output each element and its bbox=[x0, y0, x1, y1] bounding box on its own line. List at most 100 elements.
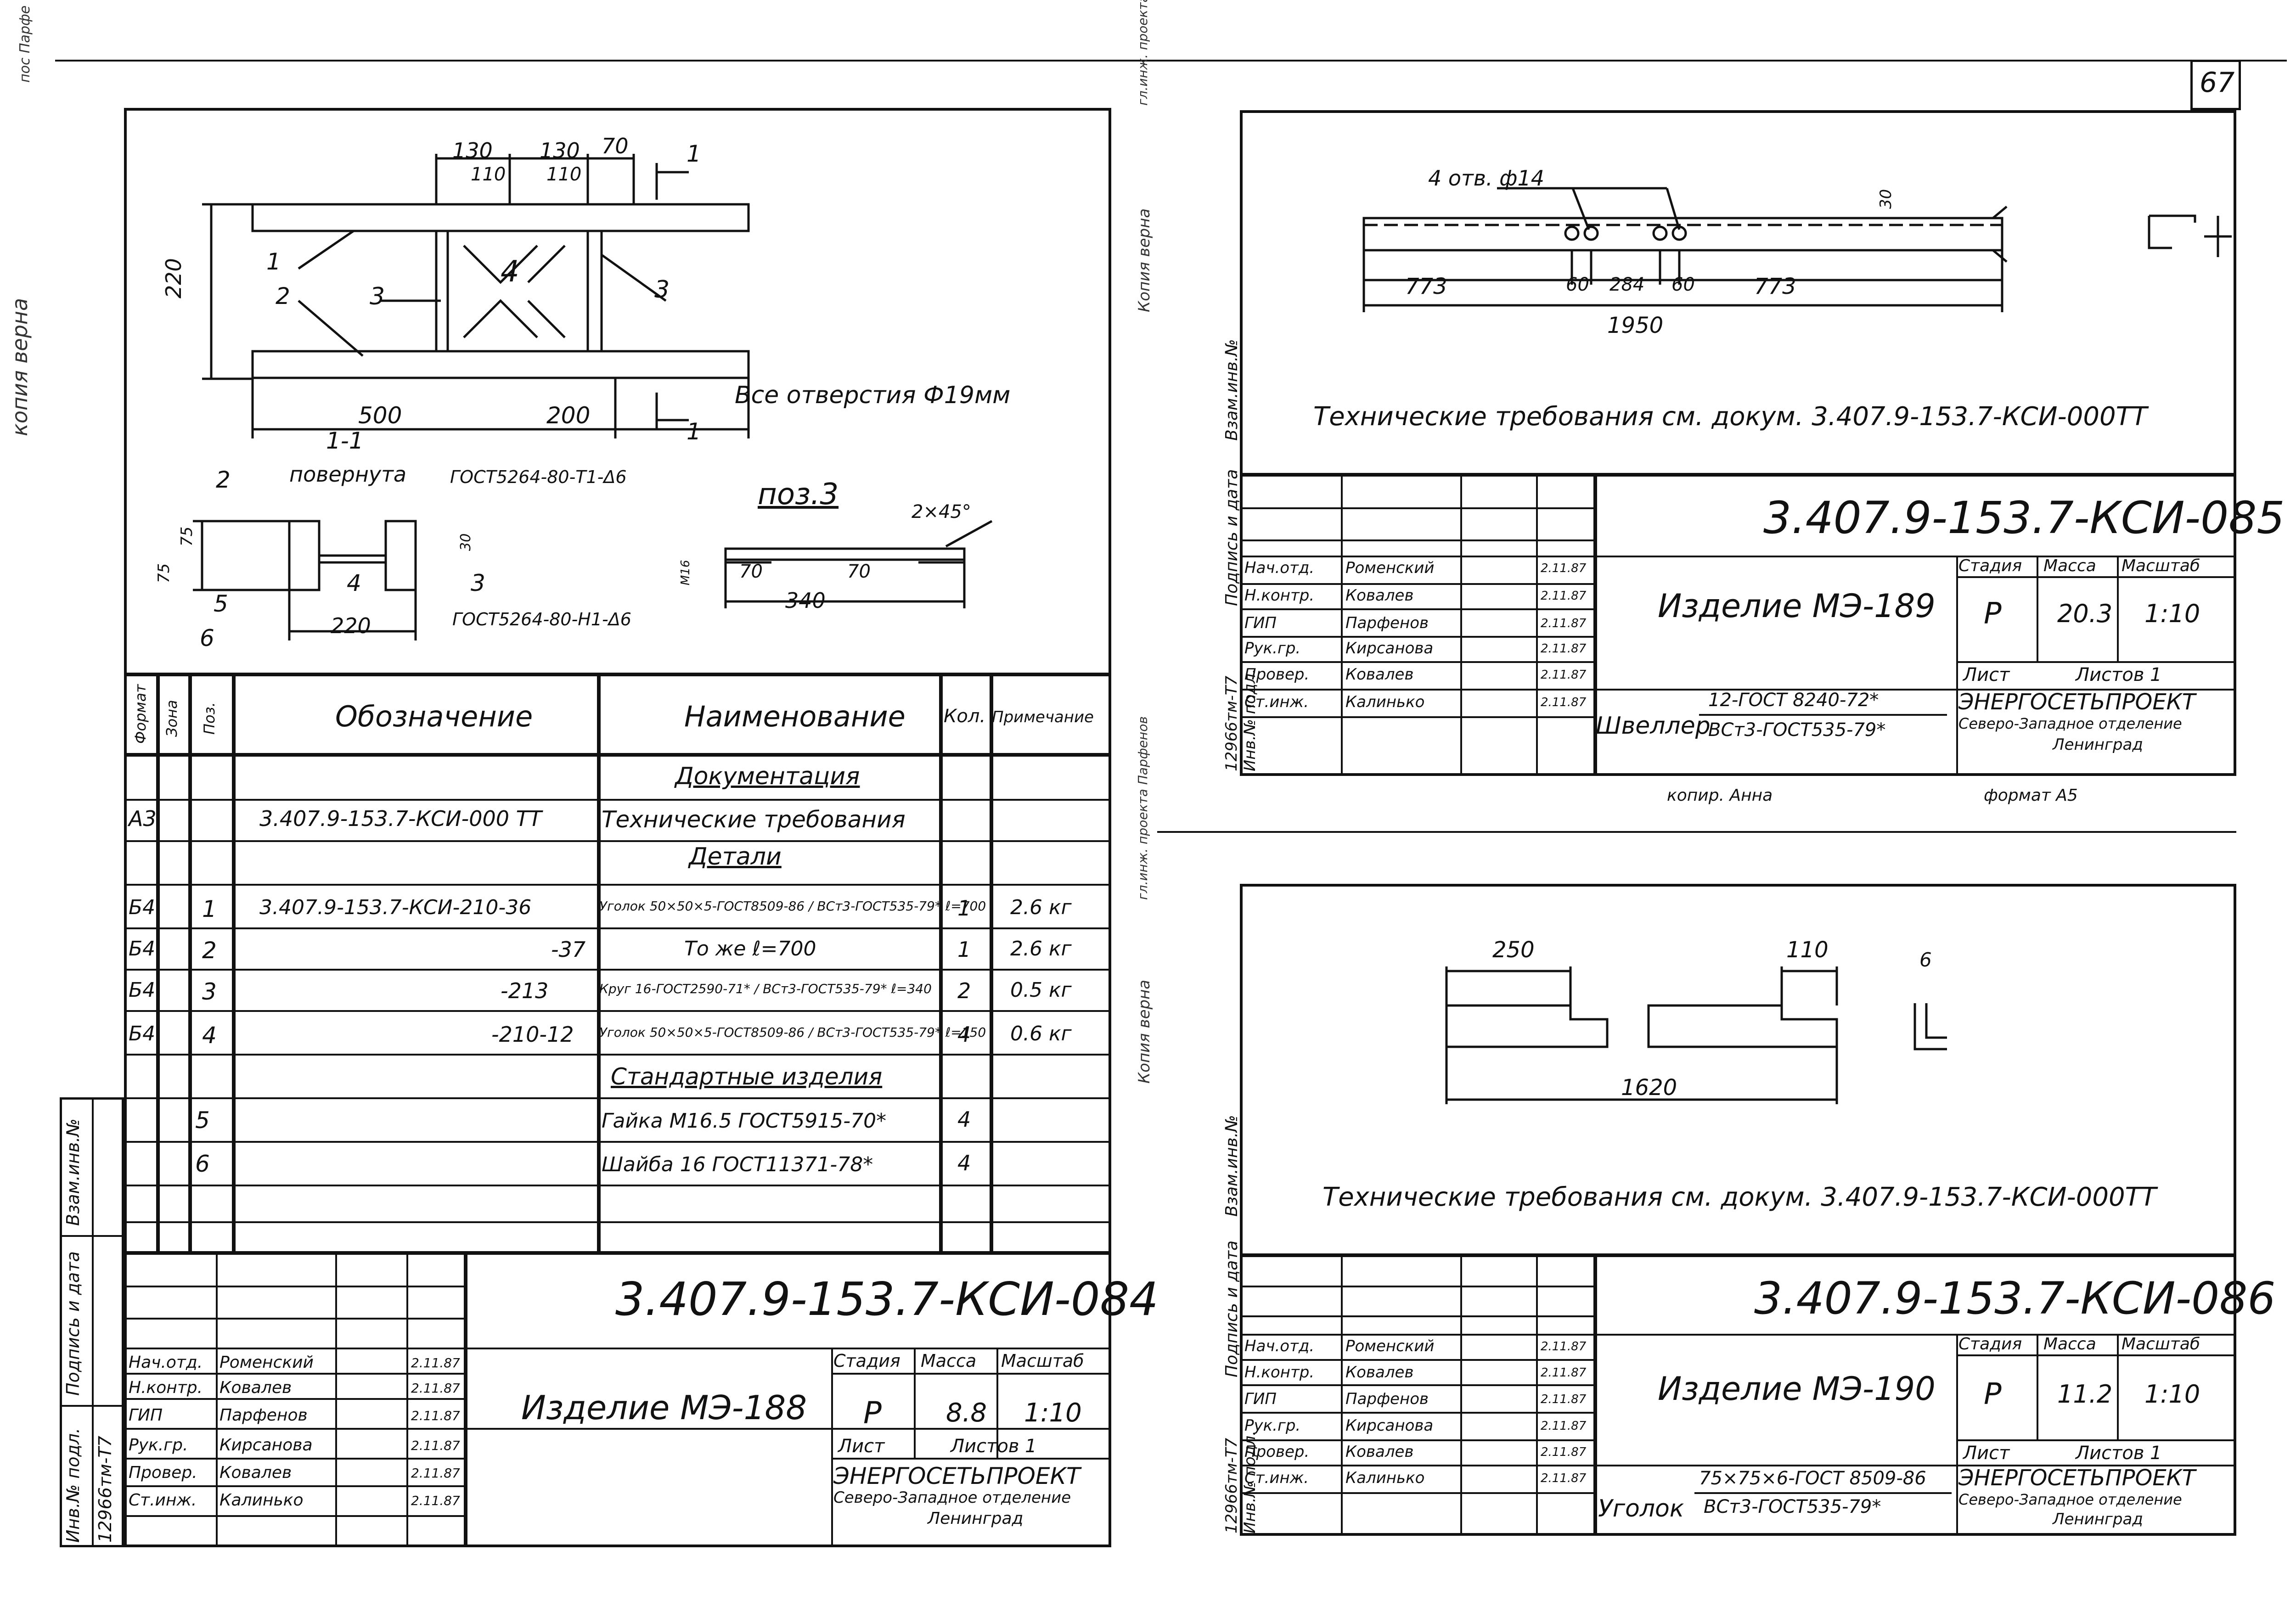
spec-row-designation: 3.407.9-153.7-КСИ-210-36 bbox=[259, 896, 532, 919]
spec-row-name: Технические требования bbox=[602, 806, 906, 833]
callout-2: 2 bbox=[276, 283, 290, 309]
callout-3a: 3 bbox=[370, 283, 385, 310]
margin-note-top-left: пос Парфе bbox=[17, 5, 33, 83]
tb084-org2: Северо-Западное отделение bbox=[833, 1488, 1071, 1507]
tb084-role: ГИП bbox=[129, 1406, 163, 1425]
tb085-role: ГИП bbox=[1244, 614, 1277, 632]
tb086-date: 2.11.87 bbox=[1541, 1366, 1587, 1380]
spec-row-name: Круг 16-ГОСТ2590-71* / ВСт3-ГОСТ535-79* … bbox=[599, 981, 932, 996]
tb085-title: Изделие МЭ-189 bbox=[1658, 587, 1936, 625]
tb086-sheets: Листов 1 bbox=[2076, 1443, 2162, 1464]
tb086-name: Кирсанова bbox=[1345, 1416, 1434, 1435]
tb086-row bbox=[1240, 1492, 1593, 1494]
spec-h-qty: Кол. bbox=[944, 706, 986, 727]
dim085-284: 284 bbox=[1609, 274, 1645, 295]
tb086-sheet: Лист bbox=[1963, 1443, 2010, 1464]
tb085-mass-h: Масса bbox=[2043, 556, 2096, 575]
tb084-title: Изделие МЭ-188 bbox=[521, 1388, 807, 1427]
tb084-stage: Р bbox=[863, 1395, 882, 1431]
tb086-role: ГИП bbox=[1244, 1390, 1277, 1408]
tb085-row bbox=[1240, 689, 2236, 691]
dim-340: 340 bbox=[785, 588, 826, 613]
tb085-role: Ст.инж. bbox=[1244, 693, 1309, 711]
spec-h-pos: Поз. bbox=[201, 702, 218, 735]
spec-row-pos: 6 bbox=[195, 1151, 210, 1177]
spec-row-qty: 1 bbox=[957, 937, 971, 962]
dim-130a: 130 bbox=[452, 138, 493, 163]
side-inv-podl: Инв.№ подл. bbox=[63, 1427, 83, 1543]
tb084-date: 2.11.87 bbox=[411, 1493, 460, 1508]
tb086-stage-h: Стадия bbox=[1958, 1335, 2022, 1354]
tb084-date: 2.11.87 bbox=[411, 1355, 460, 1370]
section-label: 1-1 bbox=[326, 427, 364, 454]
tb085-name: Ковалев bbox=[1345, 665, 1414, 684]
sheet-084-frame bbox=[124, 108, 1111, 1547]
callout-4: 4 bbox=[501, 255, 519, 289]
tb086-org2: Северо-Западное отделение bbox=[1958, 1491, 2182, 1508]
tb086-name: Роменский bbox=[1345, 1337, 1435, 1355]
top-border bbox=[55, 60, 2287, 62]
tb084-top bbox=[124, 1251, 1111, 1255]
tb085-date: 2.11.87 bbox=[1541, 589, 1587, 603]
spec-row-note: 2.6 кг bbox=[1010, 937, 1072, 960]
tb085-col bbox=[1536, 473, 1538, 776]
tb085-col bbox=[1341, 473, 1343, 776]
tb084-date: 2.11.87 bbox=[411, 1381, 460, 1396]
copy-note-085: копир. Анна bbox=[1667, 786, 1773, 805]
tb085-main-divider bbox=[1593, 473, 1597, 776]
tb085-role: Рук.гр. bbox=[1244, 639, 1301, 657]
spec-col-qty bbox=[990, 673, 993, 1251]
spec-col-zone bbox=[188, 673, 192, 1251]
spec-row-note: 2.6 кг bbox=[1010, 896, 1072, 919]
tb085-role: Н.контр. bbox=[1244, 586, 1315, 605]
spec-row-qty: 4 bbox=[957, 1107, 971, 1132]
tb086-sign-date: Подпись и дата bbox=[1222, 1240, 1241, 1377]
dim-110a: 110 bbox=[471, 164, 506, 185]
me190-drawing bbox=[1445, 966, 1947, 1104]
tb085-row bbox=[1240, 556, 2236, 557]
tb086-scale-h: Масштаб bbox=[2122, 1335, 2200, 1354]
spec-h-note: Примечание bbox=[992, 708, 1094, 726]
spec-row-name: Гайка М16.5 ГОСТ5915-70* bbox=[602, 1109, 887, 1133]
spec-rule bbox=[124, 1185, 1111, 1186]
tb085-material-name: Швеллер bbox=[1596, 712, 1711, 740]
spec-row-format: Б4 bbox=[129, 978, 156, 1002]
tb085-role: Нач.отд. bbox=[1244, 559, 1315, 577]
callout-5: 5 bbox=[214, 590, 228, 617]
tb084-name: Ковалев bbox=[219, 1463, 292, 1482]
spec-row-qty: 4 bbox=[957, 1022, 971, 1047]
sheet-086-frame bbox=[1240, 884, 2236, 1536]
tb085-inv-num: 12966тм-Т7 bbox=[1222, 675, 1241, 771]
tb084-col bbox=[831, 1348, 833, 1547]
spec-row-note: 0.5 кг bbox=[1010, 978, 1072, 1002]
tb085-col bbox=[1460, 473, 1462, 776]
spec-row-format: Б4 bbox=[129, 896, 156, 919]
spec-rule bbox=[124, 1054, 1111, 1056]
tb084-name: Кирсанова bbox=[219, 1436, 313, 1455]
tb086-stage: Р bbox=[1984, 1377, 2002, 1411]
tb086-row bbox=[1240, 1439, 1593, 1441]
tb085-stage-h: Стадия bbox=[1958, 556, 2022, 575]
tb085-row bbox=[1956, 661, 2236, 663]
tb085-name: Кирсанова bbox=[1345, 639, 1434, 657]
tb086-date: 2.11.87 bbox=[1541, 1419, 1587, 1433]
dim-70b: 70 bbox=[847, 561, 871, 582]
side-sign-date: Подпись и дата bbox=[63, 1251, 83, 1396]
tb085-code: 3.407.9-153.7-КСИ-085 bbox=[1763, 492, 2285, 544]
tb084-row bbox=[124, 1398, 464, 1400]
dim-220b: 220 bbox=[331, 613, 371, 638]
tb086-material-bottom: ВСт3-ГОСТ535-79* bbox=[1704, 1496, 1881, 1517]
tb085-date: 2.11.87 bbox=[1541, 668, 1587, 682]
chamfer-dim: 2×45° bbox=[912, 501, 971, 522]
tb085-col bbox=[1956, 556, 1958, 776]
spec-row-qty: 1 bbox=[957, 896, 971, 921]
copy-stamp-2: Копия верна bbox=[1135, 979, 1154, 1084]
section-mark-top: 1 bbox=[687, 140, 701, 167]
dim-500: 500 bbox=[358, 402, 402, 429]
tb086-row bbox=[1240, 1315, 1593, 1317]
tb086-name: Парфенов bbox=[1345, 1390, 1429, 1408]
callout-3c: 3 bbox=[471, 570, 485, 596]
tb084-org3: Ленинград bbox=[928, 1509, 1024, 1528]
copy-stamp-1: Копия верна bbox=[1135, 208, 1154, 312]
